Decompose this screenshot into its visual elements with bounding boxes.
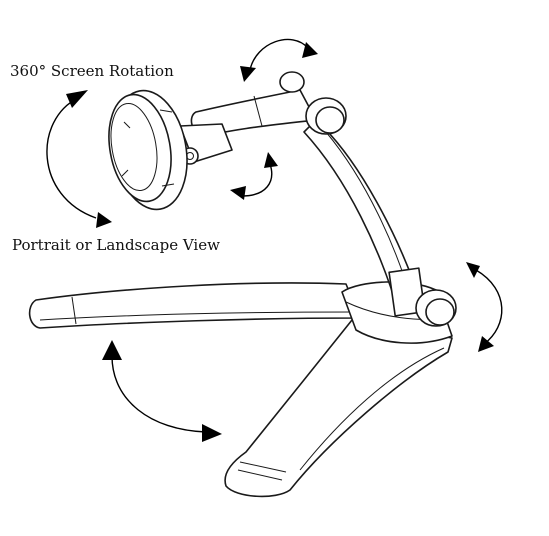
base-leg-left — [28, 282, 361, 329]
orientation-view-label: Portrait or Landscape View — [12, 236, 220, 254]
rotation-arrow-icon — [466, 262, 503, 352]
swivel-neck — [179, 123, 233, 165]
tablet-holder — [108, 89, 188, 211]
rotation-arrow-icon — [230, 152, 278, 200]
rotation-arrow-icon — [46, 90, 112, 228]
upper-joint — [305, 97, 347, 135]
rotation-arrow-icon — [102, 340, 222, 442]
screen-rotation-label: 360° Screen Rotation — [10, 62, 174, 80]
lower-joint — [415, 289, 457, 327]
base-leg-front — [224, 319, 453, 498]
rotation-arrow-icon — [240, 38, 318, 82]
